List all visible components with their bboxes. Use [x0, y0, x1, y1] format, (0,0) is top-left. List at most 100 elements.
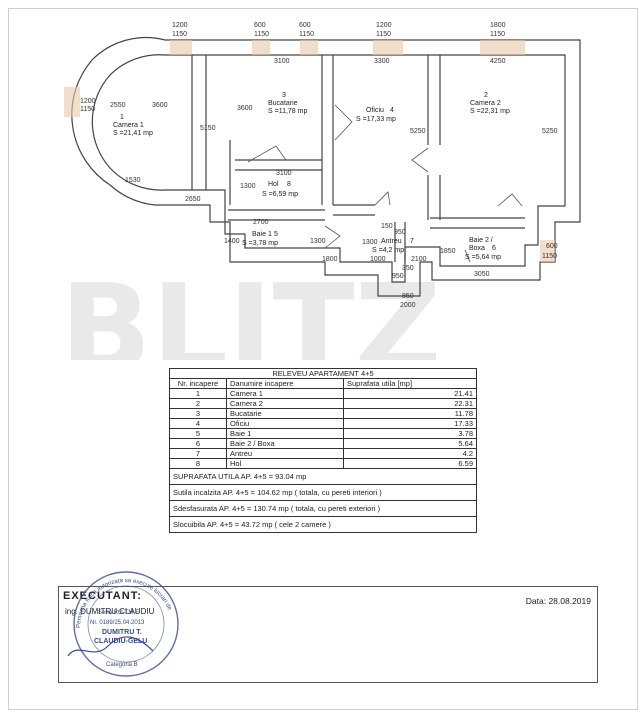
svg-text:3300: 3300 — [374, 58, 390, 65]
svg-text:950: 950 — [392, 273, 404, 280]
svg-text:1300: 1300 — [310, 238, 326, 245]
note-living-area: Slocuibila AP. 4+5 = 43.72 mp ( cele 2 c… — [169, 517, 477, 533]
svg-text:S =22,31 mp: S =22,31 mp — [470, 108, 510, 115]
note-heated-area: Sutila incalzita AP. 4+5 = 104.62 mp ( t… — [169, 485, 477, 501]
svg-text:1530: 1530 — [125, 177, 141, 184]
room-antreu: Antreu 7 S =4,2 mp — [372, 238, 414, 254]
svg-text:2000: 2000 — [400, 302, 416, 309]
svg-text:2100: 2100 — [411, 256, 427, 263]
svg-text:1800: 1800 — [490, 22, 506, 29]
page-frame — [8, 8, 638, 710]
svg-text:1150: 1150 — [254, 31, 269, 38]
svg-text:3: 3 — [282, 92, 286, 99]
signature — [67, 636, 154, 657]
svg-text:1150: 1150 — [172, 31, 187, 38]
svg-text:1150: 1150 — [490, 31, 505, 38]
svg-text:Camera 2: Camera 2 — [470, 100, 501, 107]
svg-text:1850: 1850 — [440, 248, 456, 255]
executant-box: EXECUTANT: ing. DUMITRU CLAUDIU Data: 28… — [58, 586, 598, 683]
note-usable-area: SUPRAFATA UTILA AP. 4+5 = 93.04 mp — [169, 469, 477, 485]
svg-text:1150: 1150 — [80, 106, 95, 113]
svg-text:5250: 5250 — [410, 128, 426, 135]
svg-text:Baie 2 /: Baie 2 / — [469, 237, 493, 244]
room-number: 1 — [120, 114, 124, 121]
stamp-category: Categoria B — [106, 662, 138, 668]
svg-text:600: 600 — [254, 22, 266, 29]
svg-text:3600: 3600 — [237, 105, 253, 112]
svg-text:1200: 1200 — [376, 22, 392, 29]
watermark: BLITZ — [60, 260, 441, 360]
svg-text:6: 6 — [492, 245, 496, 252]
svg-text:2: 2 — [484, 92, 488, 99]
executant-name: ing. DUMITRU CLAUDIU — [65, 607, 155, 616]
svg-text:1400: 1400 — [224, 238, 240, 245]
svg-text:Hol: Hol — [268, 181, 279, 188]
svg-text:7: 7 — [410, 238, 414, 245]
svg-text:950: 950 — [394, 229, 406, 236]
executant-date: Data: 28.08.2019 — [525, 596, 591, 606]
room-hol: Hol 8 S =6,59 mp — [262, 181, 298, 198]
executant-title: EXECUTANT: — [63, 590, 142, 602]
svg-text:150: 150 — [381, 223, 393, 230]
room-camera1: 1 Camera 1 S =21,41 mp — [113, 114, 153, 137]
svg-text:Bucatarie: Bucatarie — [268, 100, 298, 107]
svg-text:5250: 5250 — [542, 128, 558, 135]
svg-text:1300: 1300 — [240, 183, 256, 190]
authorization-stamp: Persoana fizica autorizata sa execute lu… — [67, 571, 179, 677]
room-bucatarie: 3 Bucatarie S =11,78 mp — [268, 92, 307, 115]
room-camera2: 2 Camera 2 S =22,31 mp — [470, 92, 510, 115]
svg-text:5: 5 — [274, 231, 278, 238]
table-title: RELEVEU APARTAMENT 4+5 — [169, 368, 477, 379]
note-built-area: Sdesfasurata AP. 4+5 = 130.74 mp ( total… — [169, 501, 477, 517]
room-baie2: Baie 2 / Boxa 6 S =5,64 mp — [465, 237, 501, 261]
summary-table: RELEVEU APARTAMENT 4+5 Nr. incapere Danu… — [169, 368, 477, 533]
room-name: Camera 1 — [113, 122, 144, 129]
table-header: Nr. incapere Danumire incapere Suprafata… — [169, 378, 477, 389]
svg-text:4250: 4250 — [490, 58, 506, 65]
stamp-name2: CLAUDIU-GELU — [94, 638, 147, 645]
svg-text:Oficiu: Oficiu — [366, 107, 384, 114]
svg-text:3600: 3600 — [152, 102, 168, 109]
room-baie1: Baie 1 5 S =3,78 mp — [242, 231, 278, 247]
room-oficiu: Oficiu 4 S =17,33 mp — [356, 107, 396, 123]
stamp-number: Nr. 0189/25.04.2013 — [90, 620, 145, 626]
svg-text:3100: 3100 — [274, 58, 290, 65]
svg-text:1150: 1150 — [376, 31, 391, 38]
room-area: S =21,41 mp — [113, 130, 153, 137]
svg-text:600: 600 — [546, 243, 558, 250]
svg-text:850: 850 — [402, 293, 414, 300]
svg-text:S =3,78 mp: S =3,78 mp — [242, 240, 278, 247]
svg-text:1150: 1150 — [299, 31, 314, 38]
walls — [71, 37, 581, 297]
stamp-name1: DUMITRU T. — [102, 629, 142, 636]
svg-text:1200: 1200 — [172, 22, 188, 29]
stamp-series: Seria RO-TM-F — [98, 610, 139, 616]
svg-text:S =17,33 mp: S =17,33 mp — [356, 116, 396, 123]
svg-text:600: 600 — [299, 22, 311, 29]
floor-plan: BLITZ 1 Camera 1 — [60, 22, 581, 360]
doors — [247, 104, 523, 263]
svg-text:2650: 2650 — [185, 196, 201, 203]
svg-text:Baie 1: Baie 1 — [252, 231, 272, 238]
svg-text:1000: 1000 — [370, 256, 386, 263]
svg-text:1300: 1300 — [362, 239, 378, 246]
svg-text:S =5,64 mp: S =5,64 mp — [465, 254, 501, 261]
svg-text:5150: 5150 — [200, 125, 216, 132]
svg-text:S =6,59 mp: S =6,59 mp — [262, 191, 298, 198]
svg-text:Antreu: Antreu — [381, 238, 402, 245]
svg-text:2700: 2700 — [253, 219, 269, 226]
svg-text:1800: 1800 — [322, 256, 338, 263]
svg-text:350: 350 — [402, 265, 414, 272]
windows — [64, 40, 555, 262]
svg-text:1150: 1150 — [542, 253, 557, 260]
svg-text:3050: 3050 — [474, 271, 490, 278]
svg-text:S =11,78 mp: S =11,78 mp — [268, 108, 307, 115]
svg-text:8: 8 — [287, 181, 291, 188]
